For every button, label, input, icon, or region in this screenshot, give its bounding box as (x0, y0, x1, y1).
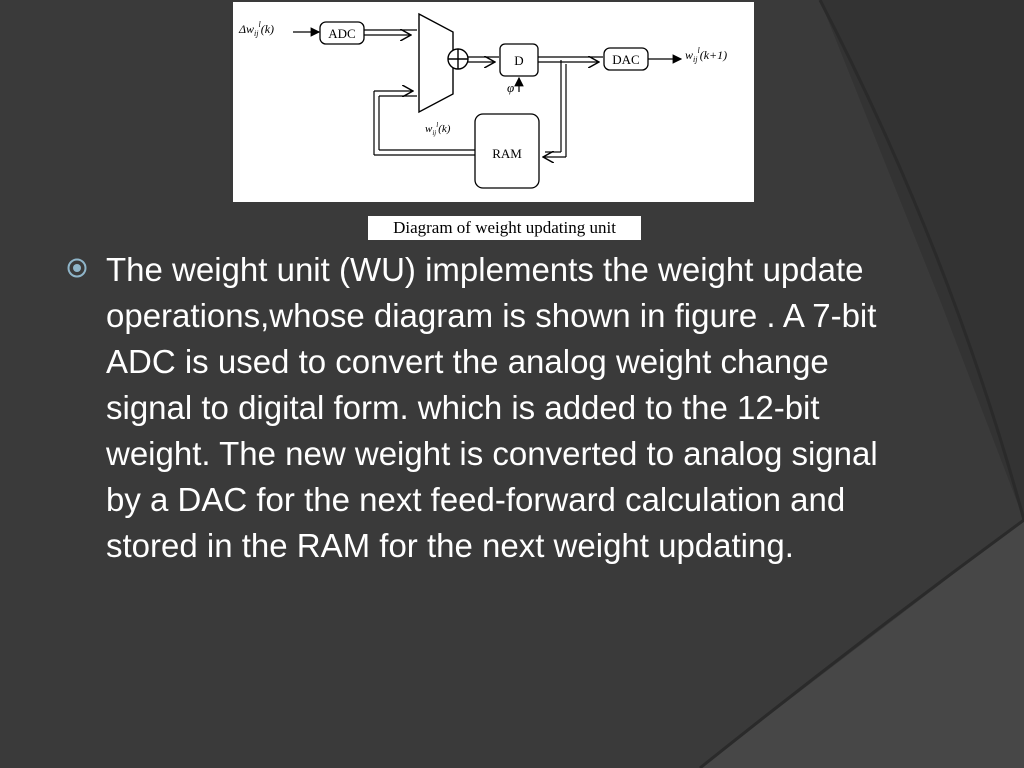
figure-caption: Diagram of weight updating unit (368, 216, 641, 240)
adder-block (418, 12, 454, 114)
feedback-label: wijl(k) (425, 121, 451, 137)
adc-label: ADC (328, 26, 355, 41)
ram-block (474, 113, 540, 189)
output-label: wijl(k+1) (685, 46, 727, 64)
ram-label: RAM (492, 146, 522, 161)
phi-label: φ (507, 80, 514, 95)
dac-label: DAC (612, 52, 639, 67)
delay-label: D (514, 53, 523, 68)
weight-update-diagram: Δwijl(k) ADC D φ DAC wijl(k+1) (233, 2, 754, 202)
body-paragraph: The weight unit (WU) implements the weig… (106, 251, 878, 564)
adc-block (319, 21, 365, 45)
input-label: Δwijl(k) (238, 20, 274, 38)
delay-block (499, 43, 539, 77)
circled-dot-bullet-icon (67, 258, 87, 278)
